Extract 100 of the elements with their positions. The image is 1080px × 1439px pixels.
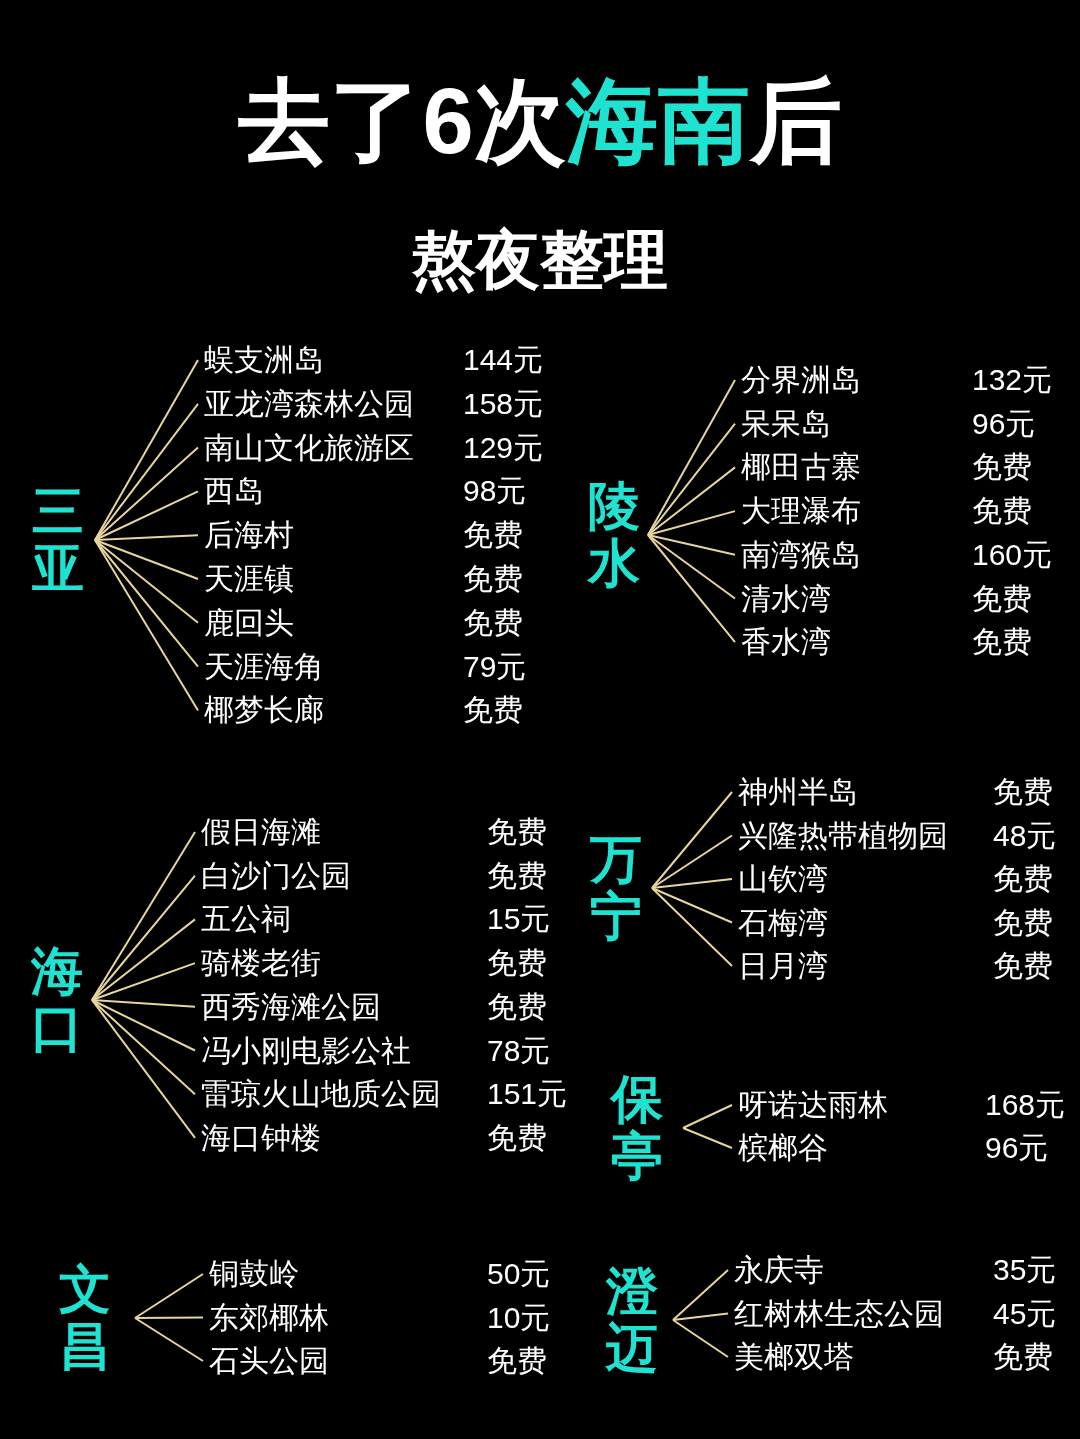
- connector-line: [91, 999, 196, 1096]
- ticket-price: 15元: [487, 901, 551, 938]
- connector-line: [672, 1269, 729, 1321]
- connector-line: [94, 402, 199, 541]
- connector-line: [94, 539, 199, 668]
- ticket-price: 免费: [463, 692, 523, 729]
- ticket-price: 96元: [972, 405, 1036, 442]
- attraction-name: 西岛: [204, 476, 264, 507]
- region-label: 文昌: [59, 1260, 111, 1376]
- connector-line: [94, 539, 199, 624]
- attraction-name: 西秀海滩公园: [201, 991, 381, 1022]
- connector-line: [647, 510, 736, 536]
- region-label: 海口: [31, 942, 83, 1058]
- ticket-price: 免费: [972, 580, 1032, 617]
- connector-line: [94, 539, 199, 712]
- attraction-name: 白沙门公园: [201, 860, 351, 891]
- connector-line: [91, 918, 196, 1001]
- attraction-name: 亚龙湾森林公园: [204, 388, 414, 419]
- connector-line: [682, 1104, 733, 1129]
- connector-line: [94, 534, 199, 541]
- ticket-price: 168元: [985, 1087, 1066, 1123]
- attraction-name: 蜈支洲岛: [204, 345, 324, 375]
- attraction-name: 天涯镇: [204, 564, 294, 594]
- connector-line: [647, 534, 736, 644]
- connector-line: [651, 887, 733, 967]
- subtitle: 熬夜整理: [411, 228, 669, 292]
- attraction-name: 南湾猴岛: [741, 539, 861, 570]
- attraction-name: 天涯海角: [204, 651, 324, 682]
- ticket-price: 50元: [487, 1256, 551, 1292]
- connector-line: [94, 446, 199, 541]
- ticket-price: 免费: [972, 493, 1032, 530]
- ticket-price: 免费: [487, 857, 547, 894]
- title: 去了6次海南后: [237, 75, 843, 167]
- ticket-price: 免费: [487, 814, 547, 850]
- attraction-name: 假日海滩: [201, 817, 321, 847]
- connector-line: [672, 1319, 729, 1358]
- attraction-name: 呆呆岛: [741, 408, 831, 439]
- attraction-name: 冯小刚电影公社: [201, 1035, 411, 1066]
- connector-line: [134, 1317, 204, 1362]
- connector-line: [91, 999, 196, 1139]
- ticket-price: 96元: [985, 1130, 1049, 1166]
- ticket-price: 免费: [993, 774, 1053, 810]
- ticket-price: 免费: [487, 1119, 547, 1156]
- attraction-name: 槟榔谷: [738, 1133, 828, 1163]
- ticket-price: 免费: [463, 561, 523, 597]
- ticket-price: 免费: [972, 624, 1032, 661]
- ticket-price: 144元: [463, 342, 544, 378]
- connector-line: [672, 1312, 729, 1321]
- attraction-name: 兴隆热带植物园: [738, 820, 948, 851]
- ticket-price: 免费: [993, 861, 1053, 897]
- attraction-name: 清水湾: [741, 583, 831, 614]
- attraction-name: 东郊椰林: [209, 1302, 329, 1333]
- connector-line: [91, 999, 196, 1008]
- ticket-price: 免费: [993, 948, 1053, 984]
- connector-line: [91, 999, 196, 1052]
- attraction-name: 美榔双塔: [734, 1342, 854, 1372]
- ticket-price: 160元: [972, 536, 1053, 573]
- ticket-price: 151元: [487, 1076, 568, 1113]
- connector-line: [94, 490, 199, 541]
- ticket-price: 45元: [993, 1295, 1057, 1332]
- ticket-price: 免费: [993, 1339, 1053, 1375]
- connector-line: [647, 422, 736, 536]
- ticket-price: 免费: [487, 945, 547, 982]
- ticket-price: 10元: [487, 1299, 551, 1336]
- connector-line: [647, 379, 736, 536]
- attraction-name: 石梅湾: [738, 907, 828, 938]
- region-label: 保亭: [610, 1070, 663, 1186]
- connector-line: [647, 534, 736, 556]
- region-label: 三亚: [31, 482, 84, 598]
- ticket-price: 158元: [463, 385, 544, 422]
- attraction-name: 日月湾: [738, 951, 828, 981]
- ticket-price: 35元: [993, 1252, 1057, 1288]
- connector-line: [647, 534, 736, 600]
- ticket-price: 48元: [993, 817, 1057, 854]
- attraction-name: 椰梦长廊: [204, 695, 324, 726]
- connector-line: [651, 887, 733, 924]
- region-label: 澄迈: [605, 1262, 658, 1378]
- connector-line: [682, 1127, 733, 1149]
- attraction-name: 鹿回头: [204, 607, 294, 638]
- attraction-name: 山钦湾: [738, 864, 828, 894]
- connector-line: [134, 1273, 204, 1319]
- ticket-price: 132元: [972, 362, 1053, 398]
- attraction-name: 香水湾: [741, 627, 831, 658]
- ticket-price: 免费: [463, 517, 523, 554]
- attraction-name: 海口钟楼: [201, 1122, 321, 1153]
- connector-line: [94, 359, 199, 541]
- attraction-name: 神州半岛: [738, 777, 858, 807]
- connector-line: [651, 878, 733, 889]
- connector-line: [134, 1316, 204, 1319]
- ticket-price: 78元: [487, 1032, 551, 1069]
- attraction-name: 大理瀑布: [741, 496, 861, 527]
- attraction-name: 南山文化旅游区: [204, 432, 414, 463]
- ticket-price: 129元: [463, 429, 544, 466]
- region-label: 万宁: [590, 830, 642, 946]
- connector-line: [94, 539, 199, 580]
- connector-line: [91, 962, 196, 1001]
- attraction-name: 永庆寺: [734, 1255, 824, 1285]
- attraction-name: 分界洲岛: [741, 365, 861, 395]
- attraction-name: 五公祠: [201, 904, 291, 935]
- attraction-name: 雷琼火山地质公园: [201, 1079, 441, 1110]
